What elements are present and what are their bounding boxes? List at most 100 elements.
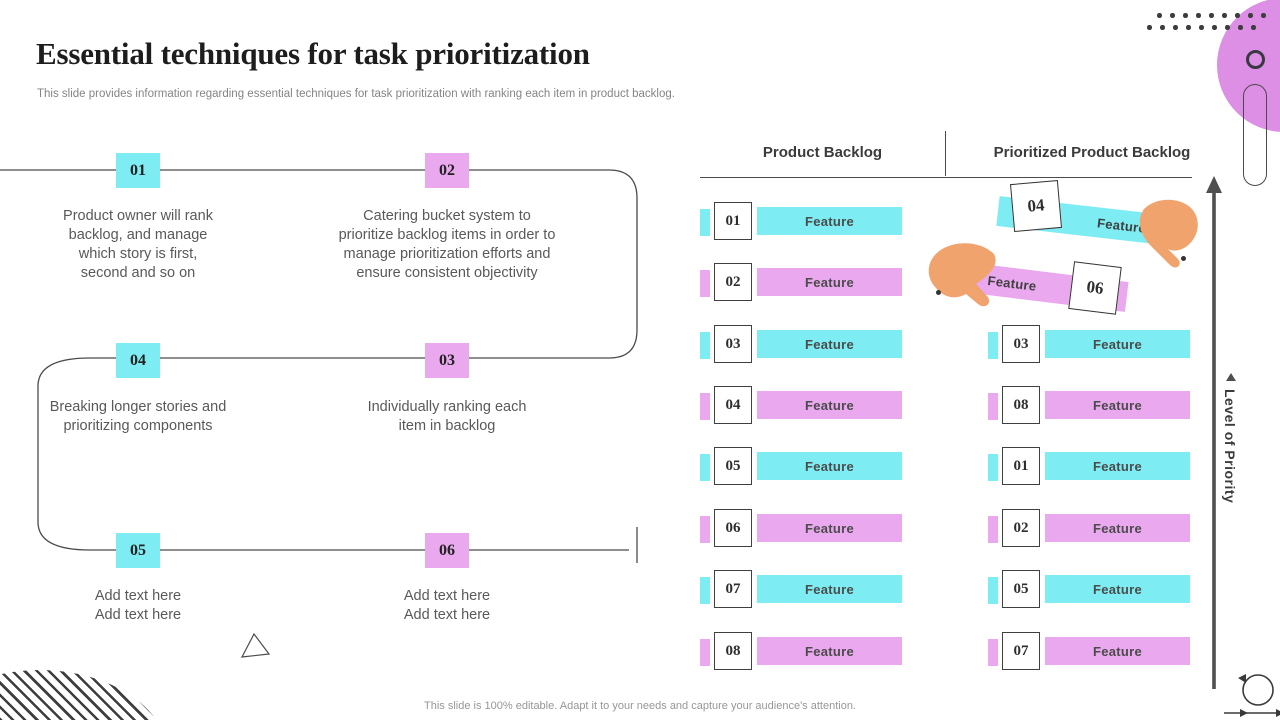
feature-bar: Feature bbox=[757, 514, 902, 542]
feature-label: Feature bbox=[1092, 520, 1143, 536]
row-stub bbox=[700, 454, 710, 481]
feature-bar: Feature bbox=[757, 330, 902, 358]
feature-label: Feature bbox=[1092, 643, 1143, 659]
prioritized-row-08: 08 Feature bbox=[988, 386, 1193, 424]
feature-label: Feature bbox=[804, 581, 855, 597]
step-text-04: Breaking longer stories and prioritizing… bbox=[49, 399, 227, 434]
ring-icon bbox=[1246, 50, 1265, 69]
row-stub bbox=[988, 393, 998, 420]
feature-bar: Feature bbox=[757, 452, 902, 480]
feature-label: Feature bbox=[804, 213, 855, 229]
held-number-04: 04 bbox=[1009, 179, 1063, 233]
header-divider bbox=[945, 131, 947, 176]
row-number: 08 bbox=[1002, 386, 1040, 424]
prioritized-row-07: 07 Feature bbox=[988, 632, 1193, 670]
prioritized-row-02: 02 Feature bbox=[988, 509, 1193, 547]
step-tile-03: 03 bbox=[425, 343, 469, 378]
row-number: 02 bbox=[1002, 509, 1040, 547]
row-number: 05 bbox=[714, 447, 752, 485]
priority-axis-label: Level of Priority bbox=[1222, 389, 1238, 504]
backlog-row-05: 05 Feature bbox=[700, 447, 905, 485]
row-stub bbox=[700, 332, 710, 359]
feature-bar: Feature bbox=[1045, 637, 1190, 665]
feature-bar: Feature bbox=[757, 637, 902, 665]
feature-bar: Feature bbox=[1045, 391, 1190, 419]
axis-label-triangle-icon bbox=[1226, 373, 1236, 381]
step-text-03: Individually ranking each item in backlo… bbox=[367, 399, 527, 434]
step-text-06: Add text here Add text here bbox=[403, 588, 491, 623]
feature-label: Feature bbox=[804, 458, 855, 474]
row-number: 06 bbox=[714, 509, 752, 547]
backlog-row-02: 02 Feature bbox=[700, 263, 905, 301]
backlog-row-03: 03 Feature bbox=[700, 325, 905, 363]
backlog-row-06: 06 Feature bbox=[700, 509, 905, 547]
capsule-decoration bbox=[1243, 84, 1267, 186]
feature-label: Feature bbox=[804, 397, 855, 413]
product-backlog-header: Product Backlog bbox=[762, 144, 883, 161]
feature-label: Feature bbox=[1092, 336, 1143, 352]
feature-bar: Feature bbox=[757, 575, 902, 603]
flow-path bbox=[0, 169, 638, 563]
backlog-row-08: 08 Feature bbox=[700, 632, 905, 670]
feature-label: Feature bbox=[804, 520, 855, 536]
backlog-row-07: 07 Feature bbox=[700, 570, 905, 608]
priority-arrow bbox=[1206, 176, 1222, 689]
hand-icon-right bbox=[1139, 199, 1198, 268]
feature-label: Feature bbox=[804, 643, 855, 659]
row-stub bbox=[988, 577, 998, 604]
held-number-06: 06 bbox=[1068, 261, 1122, 315]
row-number: 02 bbox=[714, 263, 752, 301]
step-tile-02: 02 bbox=[425, 153, 469, 188]
row-number: 04 bbox=[714, 386, 752, 424]
row-stub bbox=[988, 332, 998, 359]
feature-bar: Feature bbox=[757, 391, 902, 419]
striped-ellipse-decoration bbox=[0, 670, 170, 720]
prioritized-row-01: 01 Feature bbox=[988, 447, 1193, 485]
row-number: 07 bbox=[1002, 632, 1040, 670]
feature-label: Feature bbox=[1092, 458, 1143, 474]
feature-bar: Feature bbox=[1045, 514, 1190, 542]
hand-dot bbox=[1181, 256, 1186, 261]
slide-footer-note: This slide is 100% editable. Adapt it to… bbox=[424, 700, 856, 712]
prioritized-row-03: 03 Feature bbox=[988, 325, 1193, 363]
feature-label: Feature bbox=[1092, 581, 1143, 597]
row-stub bbox=[988, 454, 998, 481]
feature-bar: Feature bbox=[1045, 575, 1190, 603]
row-number: 01 bbox=[1002, 447, 1040, 485]
step-tile-05: 05 bbox=[116, 533, 160, 568]
row-number: 08 bbox=[714, 632, 752, 670]
step-text-02: Catering bucket system to prioritize bac… bbox=[338, 208, 556, 281]
dots-pattern-row-2 bbox=[1147, 25, 1256, 30]
feature-bar: Feature bbox=[757, 268, 902, 296]
prioritized-backlog-header: Prioritized Product Backlog bbox=[993, 144, 1191, 161]
row-stub bbox=[700, 270, 710, 297]
slide-subtitle: This slide provides information regardin… bbox=[37, 88, 675, 100]
step-tile-04: 04 bbox=[116, 343, 160, 378]
step-tile-01: 01 bbox=[116, 153, 160, 188]
feature-bar: Feature bbox=[1045, 452, 1190, 480]
row-number: 01 bbox=[714, 202, 752, 240]
feature-bar: Feature bbox=[1045, 330, 1190, 358]
backlog-row-01: 01 Feature bbox=[700, 202, 905, 240]
prioritized-row-05: 05 Feature bbox=[988, 570, 1193, 608]
step-tile-06: 06 bbox=[425, 533, 469, 568]
row-number: 03 bbox=[1002, 325, 1040, 363]
row-stub bbox=[988, 639, 998, 666]
row-number: 03 bbox=[714, 325, 752, 363]
hand-dot bbox=[936, 290, 941, 295]
page-title: Essential techniques for task prioritiza… bbox=[36, 36, 590, 71]
loop-arrow-icon bbox=[1224, 674, 1280, 717]
row-number: 07 bbox=[714, 570, 752, 608]
triangle-icon bbox=[240, 632, 271, 658]
feature-label: Feature bbox=[804, 336, 855, 352]
backlog-row-04: 04 Feature bbox=[700, 386, 905, 424]
step-text-05: Add text here Add text here bbox=[94, 588, 182, 623]
step-text-01: Product owner will rank backlog, and man… bbox=[63, 208, 213, 281]
row-stub bbox=[700, 639, 710, 666]
feature-bar: Feature bbox=[757, 207, 902, 235]
hand-icon-left bbox=[928, 243, 996, 307]
row-stub bbox=[700, 393, 710, 420]
header-rule bbox=[700, 177, 1192, 179]
feature-label: Feature bbox=[804, 274, 855, 290]
